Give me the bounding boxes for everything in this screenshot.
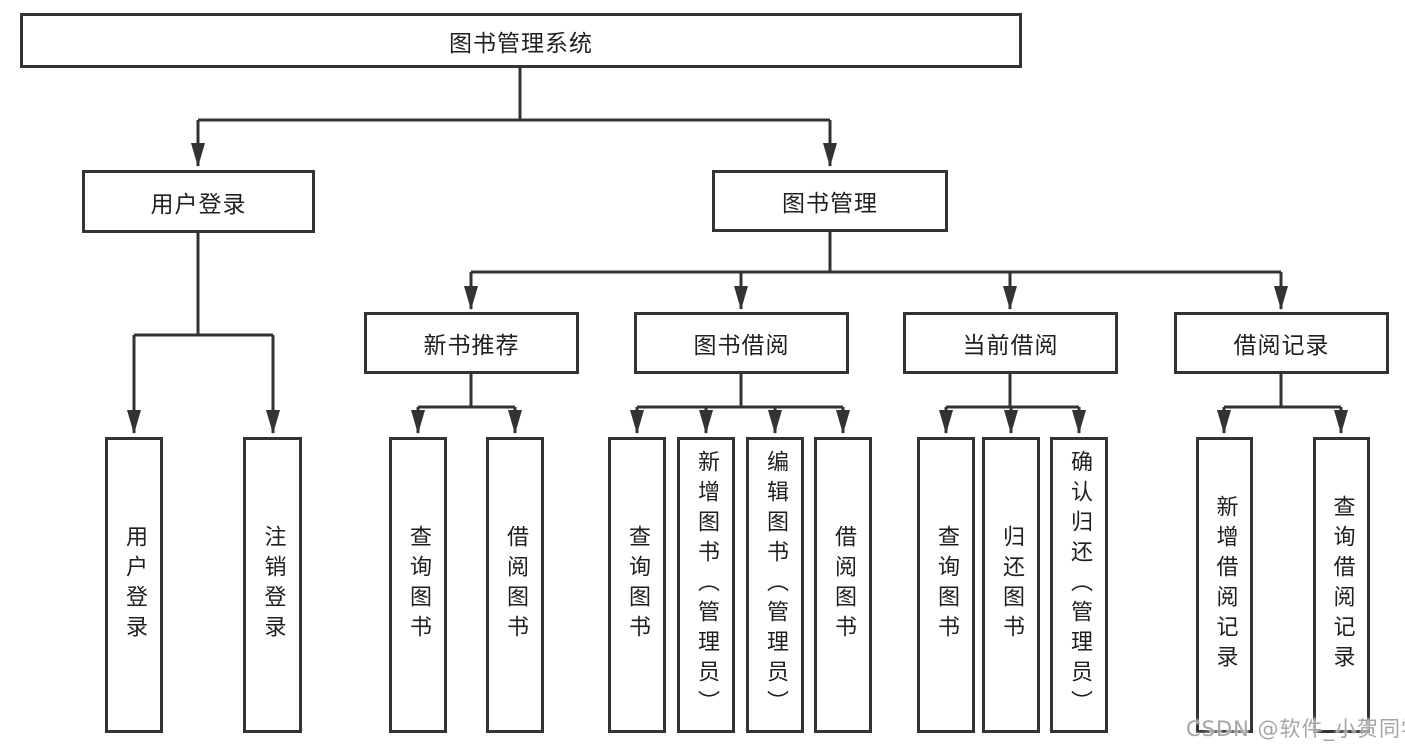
leaf-query-books-3: 查询图书 <box>917 437 975 733</box>
leaf-add-borrow-record-label: 新增借阅记录 <box>1212 495 1238 675</box>
leaf-query-books-2: 查询图书 <box>608 437 666 733</box>
node-borrow-records: 借阅记录 <box>1174 312 1389 374</box>
node-new-book-recommend-label: 新书推荐 <box>423 333 520 359</box>
leaf-confirm-return-admin: 确认归还（管理员） <box>1050 437 1108 733</box>
node-new-book-recommend: 新书推荐 <box>364 312 579 374</box>
leaf-add-borrow-record: 新增借阅记录 <box>1196 437 1253 733</box>
leaf-query-books-2-label: 查询图书 <box>625 525 650 645</box>
node-current-borrow: 当前借阅 <box>903 312 1118 374</box>
node-book-management: 图书管理 <box>712 170 948 232</box>
node-borrow-records-label: 借阅记录 <box>1233 333 1330 359</box>
connector-new-book-recommend <box>418 374 515 409</box>
node-root-label: 图书管理系统 <box>449 30 593 57</box>
leaf-borrow-books-1-label: 借阅图书 <box>503 525 528 645</box>
node-root: 图书管理系统 <box>20 13 1022 68</box>
leaf-return-book: 归还图书 <box>982 437 1040 733</box>
leaf-query-borrow-record-label: 查询借阅记录 <box>1329 495 1355 675</box>
connector-book-management <box>471 232 1281 274</box>
node-user-login: 用户登录 <box>82 170 315 233</box>
node-book-management-label: 图书管理 <box>782 191 878 217</box>
leaf-query-borrow-record: 查询借阅记录 <box>1313 437 1370 733</box>
leaf-edit-book-admin: 编辑图书（管理员） <box>746 437 804 733</box>
connector-current-borrow <box>946 374 1079 409</box>
node-user-login-label: 用户登录 <box>150 191 247 218</box>
leaf-logout-label: 注销登录 <box>260 525 286 645</box>
leaf-logout: 注销登录 <box>243 437 302 733</box>
leaf-user-login: 用户登录 <box>105 437 163 733</box>
connector-book-borrow <box>637 374 843 409</box>
leaf-add-book-admin: 新增图书（管理员） <box>677 437 735 733</box>
connector-user-login <box>134 233 273 337</box>
leaf-query-books-1: 查询图书 <box>389 437 447 733</box>
watermark: CSDN @软件_小贺同学 <box>1186 717 1405 741</box>
leaf-borrow-books-1: 借阅图书 <box>486 437 544 733</box>
leaf-confirm-return-admin-label: 确认归还（管理员） <box>1067 450 1092 720</box>
connector-borrow-records <box>1224 374 1341 409</box>
leaf-edit-book-admin-label: 编辑图书（管理员） <box>763 450 788 720</box>
leaf-borrow-books-2-label: 借阅图书 <box>831 525 856 645</box>
leaf-borrow-books-2: 借阅图书 <box>814 437 872 733</box>
leaf-return-book-label: 归还图书 <box>999 525 1024 645</box>
connector-root <box>198 68 830 122</box>
leaf-query-books-1-label: 查询图书 <box>406 525 431 645</box>
leaf-user-login-label: 用户登录 <box>122 525 147 645</box>
node-book-borrow: 图书借阅 <box>634 312 849 374</box>
node-book-borrow-label: 图书借阅 <box>693 333 790 359</box>
node-current-borrow-label: 当前借阅 <box>962 333 1059 359</box>
leaf-add-book-admin-label: 新增图书（管理员） <box>694 450 719 720</box>
leaf-query-books-3-label: 查询图书 <box>934 525 959 645</box>
